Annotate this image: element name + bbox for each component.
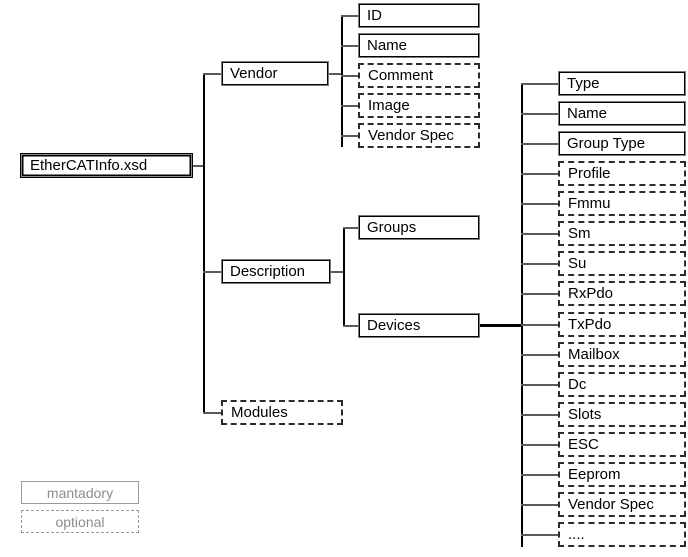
connector-devices-to-rxpdo — [521, 293, 559, 295]
connector-devices-stub — [480, 324, 523, 327]
node-device-mailbox[interactable]: Mailbox — [558, 342, 686, 367]
connector-devices-to-dc — [521, 384, 559, 386]
connector-devices-to-eeprom — [521, 474, 559, 476]
connector-description-trunk — [343, 227, 345, 326]
node-groups[interactable]: Groups — [358, 215, 480, 240]
node-device-su[interactable]: Su — [558, 251, 686, 276]
node-vendor-image[interactable]: Image — [358, 93, 480, 118]
connector-vendor-to-comment — [341, 75, 359, 77]
legend-optional: optional — [21, 510, 139, 533]
connector-root-stub — [192, 165, 204, 167]
node-device-sm[interactable]: Sm — [558, 221, 686, 246]
node-device-rxpdo[interactable]: RxPdo — [558, 281, 686, 306]
connector-root-to-modules — [203, 412, 222, 414]
node-devices[interactable]: Devices — [358, 313, 480, 338]
connector-description-stub — [330, 271, 344, 273]
legend-mandatory: mantadory — [21, 481, 139, 504]
node-device-slots[interactable]: Slots — [558, 402, 686, 427]
node-vendor[interactable]: Vendor — [221, 61, 329, 86]
node-device-eeprom[interactable]: Eeprom — [558, 462, 686, 487]
connector-vendor-to-id — [341, 15, 359, 17]
connector-root-to-description — [203, 271, 222, 273]
node-device-profile[interactable]: Profile — [558, 161, 686, 186]
node-description[interactable]: Description — [221, 259, 331, 284]
connector-devices-to-profile — [521, 173, 559, 175]
node-device-vendor-spec[interactable]: Vendor Spec — [558, 492, 686, 517]
connector-devices-to-name — [521, 113, 559, 115]
connector-devices-to-vendorspec — [521, 504, 559, 506]
node-ethercatinfo-xsd[interactable]: EtherCATInfo.xsd — [21, 154, 192, 177]
node-vendor-vendor-spec[interactable]: Vendor Spec — [358, 123, 480, 148]
connector-description-to-devices — [343, 325, 361, 327]
node-modules[interactable]: Modules — [221, 400, 343, 425]
node-device-group-type[interactable]: Group Type — [558, 131, 686, 156]
connector-devices-to-type — [521, 83, 559, 85]
node-vendor-comment[interactable]: Comment — [358, 63, 480, 88]
connector-root-to-vendor — [203, 73, 222, 75]
node-device-txpdo[interactable]: TxPdo — [558, 312, 686, 337]
node-device-dc[interactable]: Dc — [558, 372, 686, 397]
connector-devices-to-more — [521, 534, 559, 536]
node-device-name[interactable]: Name — [558, 101, 686, 126]
node-vendor-id[interactable]: ID — [358, 3, 480, 28]
connector-devices-to-sm — [521, 233, 559, 235]
connector-devices-to-group-type — [521, 143, 559, 145]
node-device-type[interactable]: Type — [558, 71, 686, 96]
connector-devices-to-fmmu — [521, 203, 559, 205]
connector-devices-to-su — [521, 263, 559, 265]
node-device-fmmu[interactable]: Fmmu — [558, 191, 686, 216]
connector-vendor-stub — [328, 73, 342, 75]
connector-devices-to-txpdo — [521, 324, 559, 326]
connector-vendor-to-vendorspec — [341, 135, 359, 137]
connector-devices-trunk — [521, 83, 523, 547]
connector-devices-to-slots — [521, 414, 559, 416]
node-vendor-name[interactable]: Name — [358, 33, 480, 58]
connector-devices-to-mailbox — [521, 354, 559, 356]
connector-vendor-trunk — [341, 15, 343, 147]
connector-description-to-groups — [343, 227, 361, 229]
connector-devices-to-esc — [521, 444, 559, 446]
connector-vendor-to-name — [341, 45, 359, 47]
node-device-esc[interactable]: ESC — [558, 432, 686, 457]
node-device-more[interactable]: .... — [558, 522, 686, 547]
connector-root-trunk — [203, 73, 205, 414]
connector-vendor-to-image — [341, 105, 359, 107]
